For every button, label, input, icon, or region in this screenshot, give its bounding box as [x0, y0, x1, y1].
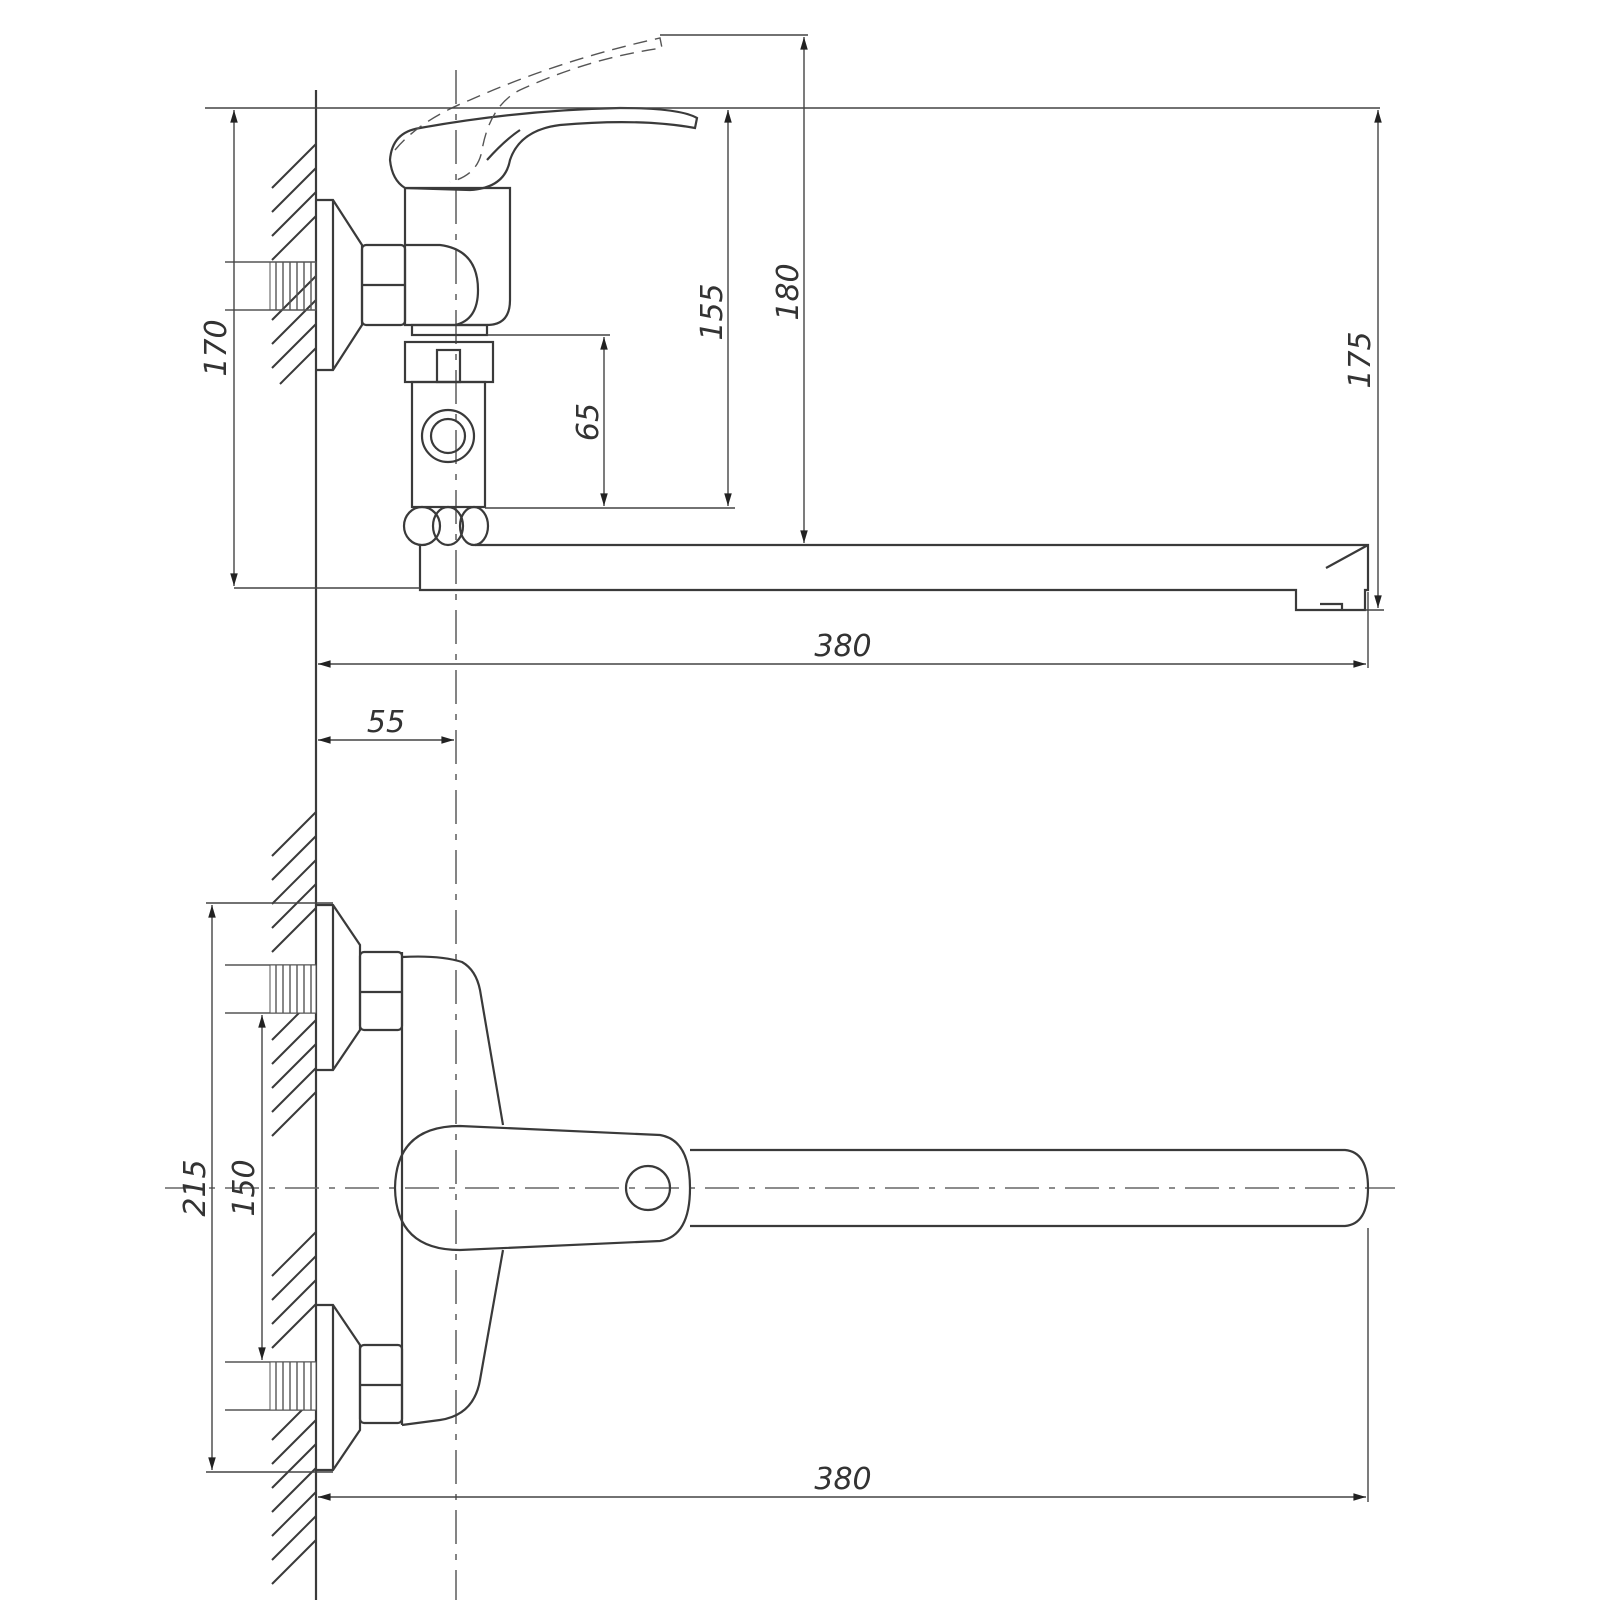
lever-handle — [388, 106, 699, 192]
dim-55: 55 — [318, 705, 454, 744]
dim-150: 150 — [227, 1014, 266, 1360]
dim-label-180: 180 — [771, 263, 806, 320]
dim-label-65: 65 — [571, 403, 606, 441]
lever-indicator-hole — [624, 1164, 672, 1212]
dim-65: 65 — [485, 334, 735, 509]
lever-handle-front — [393, 1124, 692, 1252]
mixer-body — [403, 186, 512, 327]
inlet-thread — [225, 261, 317, 311]
dim-215: 215 — [178, 902, 333, 1473]
mixer-body-front — [400, 952, 505, 1427]
knurled-ring — [402, 505, 490, 547]
wall-hatching-bottom — [271, 811, 317, 1585]
dim-label-155: 155 — [695, 283, 730, 340]
dim-180: 180 — [660, 34, 808, 543]
body-ring — [410, 323, 489, 337]
dim-label-380-top: 380 — [814, 629, 871, 664]
inlet-top — [225, 903, 404, 1072]
dim-380-bottom: 380 — [318, 1228, 1369, 1502]
dim-label-175: 175 — [1343, 331, 1378, 388]
connector-nut — [360, 243, 407, 327]
dim-label-380-bottom: 380 — [814, 1462, 871, 1497]
dim-380-top: 380 — [318, 592, 1369, 668]
dim-label-215: 215 — [178, 1159, 213, 1216]
dim-175: 175 — [1343, 110, 1384, 611]
wall-hatching-top — [271, 143, 317, 385]
dim-label-150: 150 — [227, 1159, 262, 1216]
inlet-bottom — [225, 1303, 404, 1472]
wall-flange — [316, 198, 364, 372]
lever-raised-outline — [394, 37, 663, 183]
dim-170: 170 — [199, 107, 1380, 589]
spout — [418, 543, 1370, 612]
front-view: 215 150 380 — [165, 811, 1395, 1585]
dim-label-55: 55 — [367, 705, 405, 740]
spout-front — [690, 1148, 1370, 1228]
dim-label-170: 170 — [199, 319, 234, 376]
diverter-block — [403, 340, 495, 509]
side-view: 170 65 155 180 175 380 55 — [199, 34, 1384, 744]
dim-155: 155 — [695, 110, 732, 506]
